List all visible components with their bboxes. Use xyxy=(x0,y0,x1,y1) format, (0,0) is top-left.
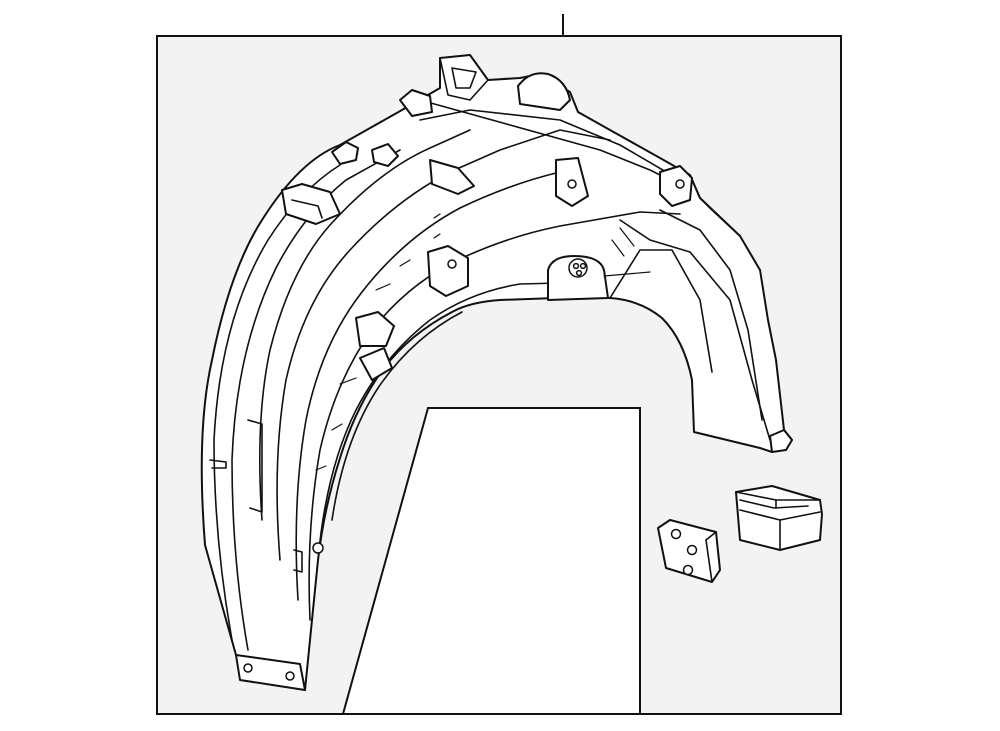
foam-pad[interactable] xyxy=(735,485,823,551)
fender-liner[interactable] xyxy=(200,54,793,691)
fender-liner-body xyxy=(200,54,793,691)
bracket[interactable] xyxy=(657,519,721,583)
frame-cutout xyxy=(341,407,641,715)
